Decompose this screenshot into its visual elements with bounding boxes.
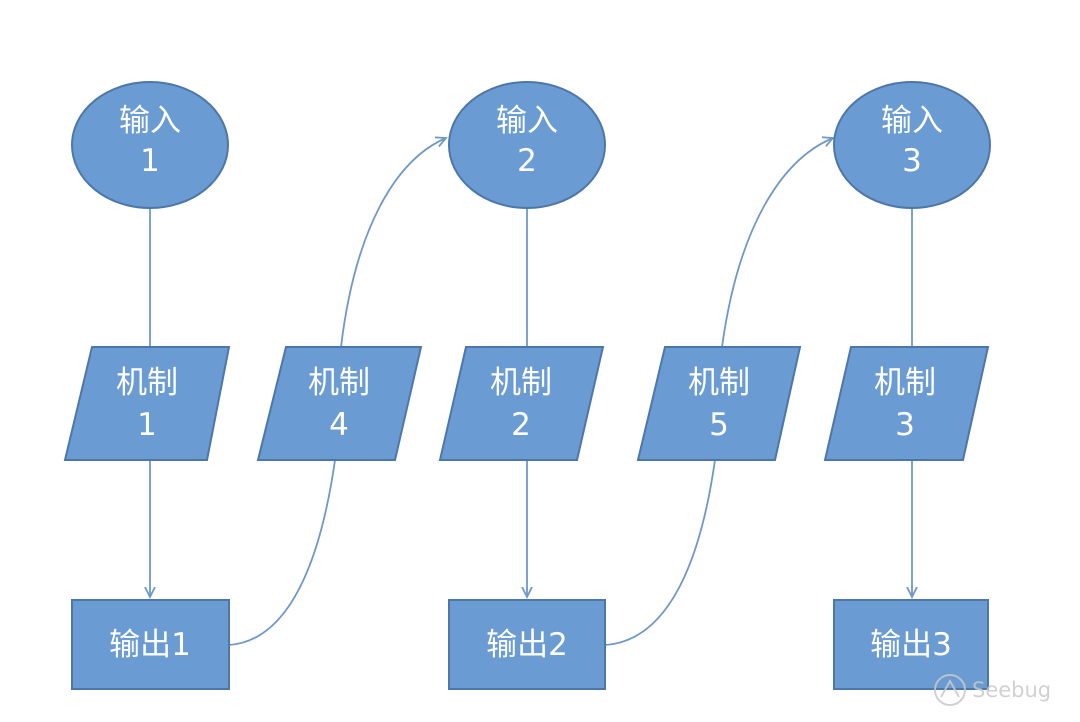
edges	[150, 138, 912, 646]
mechanism-node-5: 机制 5	[636, 346, 802, 461]
edge-mechanism5-to-input3	[721, 138, 833, 348]
edge-output2-to-mechanism5	[604, 459, 716, 646]
mechanism-node-3-label: 机制	[874, 365, 936, 401]
mechanism-node-2-number: 2	[511, 407, 531, 443]
mechanism-node-4-number: 4	[329, 407, 349, 443]
mechanism-node-4-label: 机制	[308, 365, 370, 401]
mechanism-node-3-number: 3	[895, 407, 915, 443]
output-node-3: 输出3	[833, 599, 989, 690]
mechanism-node-1-number: 1	[137, 407, 157, 443]
mechanism-node-3-shape	[823, 346, 990, 461]
mechanism-node-1: 机制 1	[63, 346, 231, 461]
mechanism-node-2-shape	[438, 346, 605, 461]
input-node-3-shape	[833, 81, 991, 209]
output-node-3-label: 输出3	[870, 627, 952, 663]
output-node-1-label: 输出1	[109, 627, 191, 663]
input-node-1-number: 1	[140, 143, 160, 179]
mechanism-node-1-label: 机制	[116, 365, 178, 401]
watermark-text: Seebug	[972, 678, 1051, 702]
mechanism-node-5-number: 5	[709, 407, 729, 443]
watermark: Seebug	[934, 674, 1051, 706]
input-node-2-shape	[448, 81, 606, 209]
output-node-3-shape	[833, 599, 989, 690]
input-node-1-shape	[71, 81, 229, 209]
input-node-3-number: 3	[902, 143, 922, 179]
mechanism-node-1-shape	[63, 346, 231, 461]
mechanism-node-2-label: 机制	[490, 365, 552, 401]
mechanism-node-4: 机制 4	[256, 346, 423, 461]
output-node-1: 输出1	[71, 599, 230, 690]
input-node-2-label: 输入	[496, 103, 558, 139]
seebug-logo-icon	[934, 674, 966, 706]
input-node-1-label: 输入	[119, 103, 181, 139]
input-node-2-number: 2	[517, 143, 537, 179]
input-node-1: 输入 1	[71, 81, 229, 209]
mechanism-node-2: 机制 2	[438, 346, 605, 461]
output-node-2: 输出2	[448, 599, 606, 690]
output-node-2-shape	[448, 599, 606, 690]
input-node-3: 输入 3	[833, 81, 991, 209]
input-node-3-label: 输入	[881, 103, 943, 139]
mechanism-node-5-label: 机制	[688, 365, 750, 401]
output-node-2-label: 输出2	[486, 627, 568, 663]
edge-output1-to-mechanism4	[228, 459, 336, 646]
mechanism-node-4-shape	[256, 346, 423, 461]
mechanism-node-3: 机制 3	[823, 346, 990, 461]
output-node-1-shape	[71, 599, 230, 690]
edge-mechanism4-to-input2	[340, 138, 446, 348]
input-node-2: 输入 2	[448, 81, 606, 209]
mechanism-node-5-shape	[636, 346, 802, 461]
